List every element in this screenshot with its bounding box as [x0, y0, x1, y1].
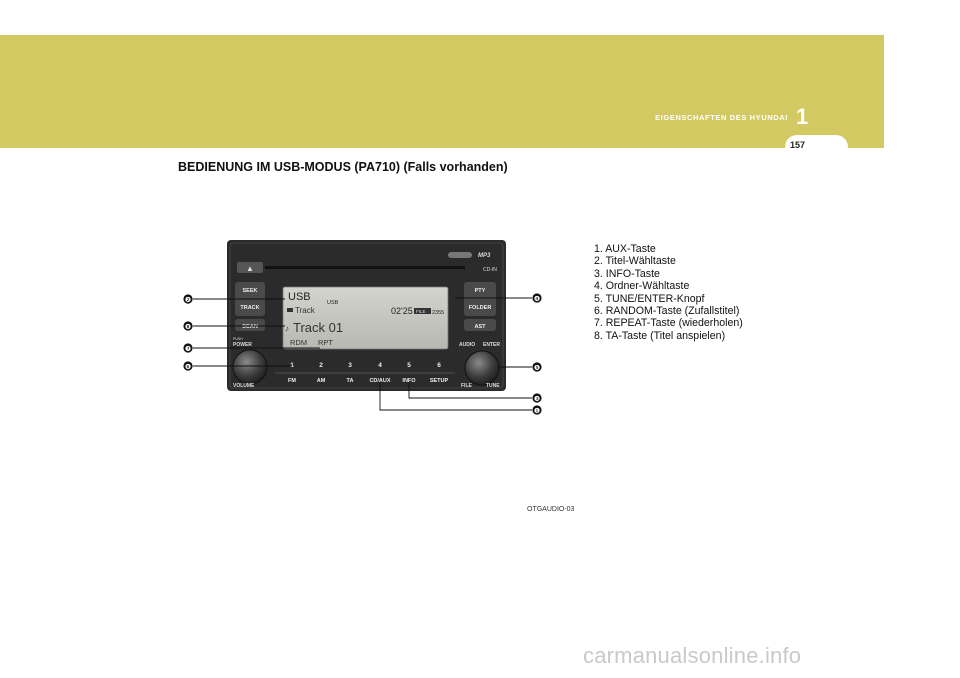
- display-row-label: Track: [295, 306, 316, 315]
- folder-button-label: FOLDER: [469, 305, 492, 311]
- audio-label: AUDIO: [459, 342, 475, 348]
- legend-list: 1. AUX-Taste 2. Titel-Wähltaste 3. INFO-…: [594, 243, 743, 342]
- setup-button[interactable]: SETUP: [430, 378, 449, 384]
- cd-slot: [265, 266, 465, 269]
- chapter-title: EIGENSCHAFTEN DES HYUNDAI: [655, 113, 788, 122]
- cd-aux-button[interactable]: CD/AUX: [369, 378, 390, 384]
- preset-4[interactable]: 4: [378, 362, 382, 369]
- display-file-count: 2355: [432, 310, 444, 316]
- enter-label: ENTER: [483, 342, 500, 348]
- lcd-display: [282, 286, 449, 350]
- tune-knob[interactable]: [464, 350, 500, 386]
- eject-button[interactable]: [237, 262, 263, 273]
- cd-in-label: CD-IN: [483, 267, 497, 273]
- file-badge: [414, 308, 431, 314]
- file-knob-label: FILE: [461, 383, 472, 389]
- music-note-icon: ♪: [285, 324, 289, 333]
- callout-6: ❻: [185, 363, 191, 371]
- am-button[interactable]: AM: [317, 378, 326, 384]
- legend-item: 3. INFO-Taste: [594, 267, 660, 280]
- preset-5[interactable]: 5: [407, 362, 411, 369]
- mp3-logo: MP3: [478, 253, 491, 259]
- volume-label: VOLUME: [233, 383, 255, 389]
- folder-icon: [287, 308, 293, 312]
- page-number-tab: [785, 135, 848, 159]
- display-mode: USB: [288, 291, 311, 303]
- scan-button-label: SCAN: [242, 324, 258, 330]
- function-buttons: FM AM TA CD/AUX INFO SETUP: [288, 378, 448, 384]
- volume-knob[interactable]: [232, 349, 268, 385]
- display-track-name: Track 01: [293, 320, 343, 335]
- legend-item: 5. TUNE/ENTER-Knopf: [594, 292, 705, 305]
- legend-item: 1. AUX-Taste: [594, 243, 656, 255]
- tune-knob-label: TUNE: [486, 383, 500, 389]
- callout-1: ❶: [534, 407, 540, 415]
- footer-watermark[interactable]: carmanualsonline.info: [583, 643, 802, 668]
- track-button-label: TRACK: [240, 305, 259, 311]
- chapter-number: 1: [796, 104, 809, 129]
- callout-8: ❽: [185, 323, 191, 331]
- ast-button-label: AST: [475, 324, 487, 330]
- figure-code: OTGAUDIO-03: [527, 506, 575, 513]
- legend-item: 7. REPEAT-Taste (wiederholen): [594, 317, 743, 330]
- indicator-rdm: RDM: [290, 338, 307, 347]
- legend-item: 4. Ordner-Wähltaste: [594, 280, 690, 293]
- display-sub-mode: USB: [327, 300, 339, 306]
- section-heading: BEDIENUNG IM USB-MODUS (PA710) (Falls vo…: [178, 160, 508, 174]
- pty-folder-button[interactable]: [464, 282, 496, 316]
- display-file-label: FILE: [416, 309, 426, 314]
- info-button[interactable]: INFO: [402, 378, 416, 384]
- preset-numbers: 1 2 3 4 5 6: [290, 362, 441, 369]
- callout-markers: ❷ ❽ ❼ ❻ ❹ ❺ ❸ ❶: [183, 293, 542, 415]
- display-time: 02'25: [391, 306, 413, 316]
- legend-item: 6. RANDOM-Taste (Zufallstitel): [594, 305, 740, 318]
- push-label: PUSH: [233, 337, 243, 341]
- fm-button[interactable]: FM: [288, 378, 296, 384]
- callout-5: ❺: [534, 364, 540, 372]
- callout-4: ❹: [534, 295, 540, 303]
- seek-button-label: SEEK: [243, 288, 258, 294]
- callout-3: ❸: [534, 395, 540, 403]
- power-label: POWER: [233, 342, 252, 348]
- legend-item: 8. TA-Taste (Titel anspielen): [594, 329, 726, 342]
- preset-2[interactable]: 2: [319, 362, 323, 369]
- pty-button-label: PTY: [475, 288, 486, 294]
- preset-3[interactable]: 3: [348, 362, 352, 369]
- ast-button[interactable]: [464, 319, 496, 331]
- callout-2: ❷: [185, 296, 191, 304]
- scan-button[interactable]: [235, 319, 265, 331]
- preset-6[interactable]: 6: [437, 362, 441, 369]
- header-banner: [0, 35, 884, 148]
- ta-button[interactable]: TA: [347, 378, 354, 384]
- callout-7: ❼: [185, 345, 191, 353]
- legend-item: 2. Titel-Wähltaste: [594, 255, 676, 268]
- page-number: 157: [790, 140, 806, 150]
- preset-1[interactable]: 1: [290, 362, 294, 369]
- callout-lines: [193, 297, 532, 411]
- indicator-rpt: RPT: [318, 338, 333, 347]
- cd-logo-icon: [448, 252, 472, 258]
- eject-icon: ▲: [246, 264, 254, 273]
